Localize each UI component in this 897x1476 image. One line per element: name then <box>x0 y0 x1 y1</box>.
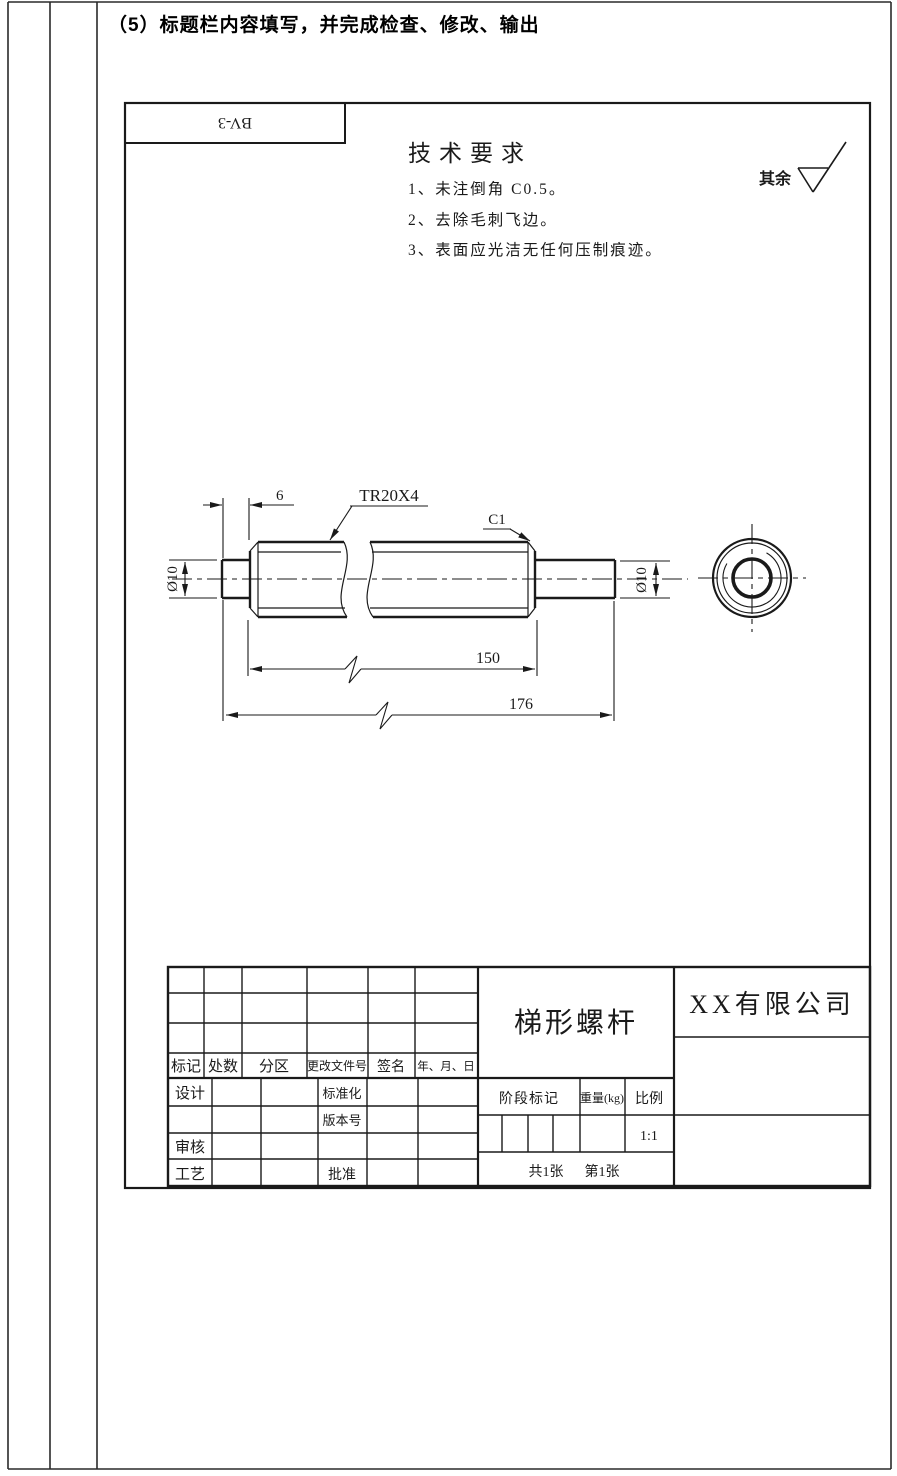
step-heading: （5）标题栏内容填写，并完成检查、修改、输出 <box>108 15 540 36</box>
outer-table-borders <box>7 1 892 1470</box>
shaft-front-view <box>172 540 688 619</box>
frame-ref-label: BV-3 <box>218 114 252 131</box>
title-block-texts: 标记 处数 分区 更改文件号 签名 年、月、日 设计 标准化 版本号 审核 工艺… <box>171 990 855 1183</box>
chamfer-label: C1 <box>488 512 506 528</box>
shaft-end-view <box>698 524 806 632</box>
technical-requirements: 技术要求 1、未注倒角 C0.5。 2、去除毛刺飞边。 3、表面应光洁无任何压制… <box>408 134 748 267</box>
approve-label: 批准 <box>328 1167 356 1183</box>
technical-requirement-item: 1、未注倒角 C0.5。 <box>408 181 567 198</box>
title-block-grid <box>166 965 872 1188</box>
standardization-label: 标准化 <box>322 1086 361 1101</box>
technical-requirement-item: 3、表面应光洁无任何压制痕迹。 <box>408 242 663 259</box>
rev-header-count: 处数 <box>208 1058 238 1075</box>
dim-thread-length: 150 <box>476 650 500 667</box>
technical-requirement-item: 2、去除毛刺飞边。 <box>408 211 558 229</box>
drawing-frame <box>123 101 872 1190</box>
sheet-current: 第1张 <box>585 1163 620 1180</box>
rev-header-signature: 签名 <box>377 1058 405 1075</box>
design-label: 设计 <box>175 1085 205 1102</box>
dimensions <box>169 498 670 730</box>
company-name: XX有限公司 <box>689 990 855 1019</box>
dim-neck-length: 6 <box>276 488 284 504</box>
sheet-total: 共1张 <box>529 1164 564 1180</box>
version-label: 版本号 <box>322 1113 361 1128</box>
stage-mark-label: 阶段标记 <box>499 1091 559 1107</box>
dim-right-diameter: Ø10 <box>634 567 650 593</box>
part-name: 梯形螺杆 <box>514 1007 638 1039</box>
check-icon <box>797 141 847 193</box>
weight-label: 重量(kg) <box>580 1091 624 1105</box>
rev-header-zone: 分区 <box>259 1058 289 1075</box>
rev-header-docno: 更改文件号 <box>307 1058 367 1073</box>
surface-rest-label: 其余 <box>759 169 792 188</box>
thread-spec-label: TR20X4 <box>359 486 419 505</box>
audit-label: 审核 <box>175 1139 205 1156</box>
shaft-outline <box>220 540 617 619</box>
scale-label: 比例 <box>635 1091 663 1107</box>
rev-header-date: 年、月、日 <box>417 1059 475 1073</box>
dim-left-diameter: Ø10 <box>165 566 181 592</box>
thread-and-chamfer-lines <box>249 541 536 618</box>
end-view-center-lines <box>698 524 806 632</box>
dim-overall-length: 176 <box>509 696 533 713</box>
technical-requirements-title: 技术要求 <box>408 141 532 166</box>
rev-header-mark: 标记 <box>171 1058 201 1075</box>
scale-value: 1:1 <box>640 1129 658 1144</box>
surface-finish-symbol: 其余 <box>759 141 847 193</box>
process-label: 工艺 <box>175 1166 205 1183</box>
